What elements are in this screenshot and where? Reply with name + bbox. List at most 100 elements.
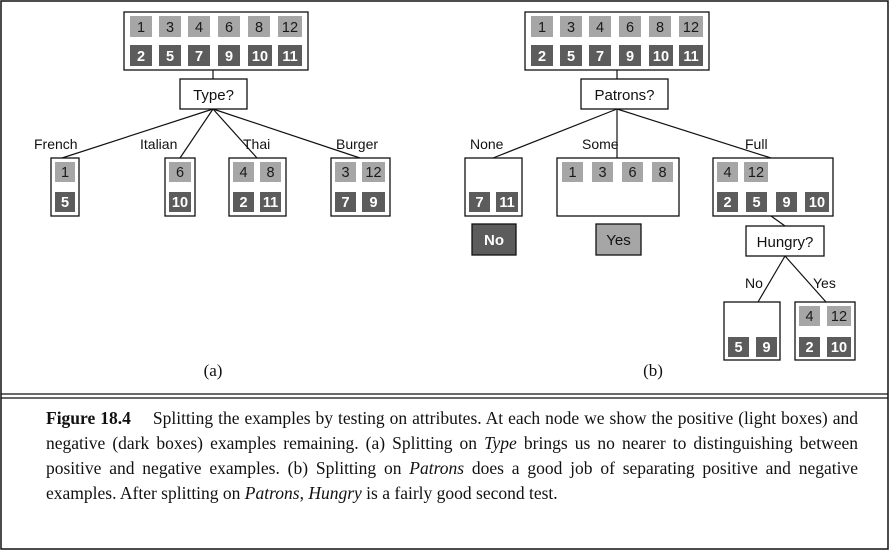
- node-hungry-no: 5 9: [723, 301, 781, 361]
- pos-example: [159, 16, 181, 37]
- neg-example-label: 7: [596, 49, 604, 65]
- edge-none: [492, 108, 618, 159]
- pos-example-label: 8: [656, 20, 664, 36]
- panel-b-sublabel: (b): [643, 361, 663, 380]
- pos-example-label: 4: [805, 309, 813, 325]
- caption-text: ,: [299, 483, 309, 503]
- pos-example-label: 8: [658, 165, 666, 181]
- pos-example-label: 6: [626, 20, 634, 36]
- pos-example-label: 8: [255, 20, 263, 36]
- node-full: 4 12 2 5 9 10: [712, 157, 834, 217]
- pos-example: [827, 306, 851, 326]
- neg-example: [335, 192, 356, 212]
- branch-label-burger: Burger: [336, 136, 378, 152]
- neg-example-label: 11: [683, 49, 698, 65]
- pos-example-label: 8: [266, 165, 274, 181]
- neg-example-label: 9: [782, 195, 790, 211]
- pos-example-label: 6: [628, 165, 636, 181]
- neg-example-label: 9: [225, 49, 233, 65]
- neg-example: [260, 192, 281, 212]
- pos-example: [188, 16, 210, 37]
- branch-label-some: Some: [582, 136, 619, 152]
- leaf-no: No: [471, 223, 517, 256]
- edge-hungry-no: [757, 255, 786, 303]
- neg-example: [728, 337, 749, 357]
- neg-example-label: 10: [653, 49, 669, 65]
- neg-example: [159, 45, 181, 66]
- question-label: Patrons?: [594, 87, 654, 104]
- pos-example: [679, 16, 703, 37]
- pos-example-label: 1: [61, 165, 69, 181]
- neg-example: [469, 192, 490, 212]
- pos-example: [622, 162, 643, 182]
- neg-example: [827, 337, 851, 357]
- neg-example-label: 10: [252, 49, 268, 65]
- pos-example-label: 3: [341, 165, 349, 181]
- neg-example-label: 9: [626, 49, 634, 65]
- pos-example-label: 4: [596, 20, 604, 36]
- node-none: 7 11: [464, 157, 523, 217]
- neg-example-label: 7: [475, 195, 483, 211]
- neg-example-label: 5: [166, 49, 174, 65]
- pos-example-label: 4: [723, 165, 731, 181]
- neg-example-label: 7: [341, 195, 349, 211]
- edge-full-hungry: [770, 215, 786, 227]
- pos-example: [589, 16, 611, 37]
- pos-example-label: 3: [166, 20, 174, 36]
- pos-example-label: 3: [598, 165, 606, 181]
- question-label: Type?: [193, 87, 234, 104]
- node-thai: 4 8 2 11: [228, 157, 287, 217]
- panel-a: 1 3 4 6 8 12 2 5 7 9 10: [34, 11, 391, 380]
- caption-emphasis-patrons: Patrons: [244, 483, 300, 503]
- neg-example: [679, 45, 703, 66]
- caption-emphasis-hungry: Hungry: [308, 483, 362, 503]
- pos-example-label: 3: [567, 20, 575, 36]
- neg-example-label: 2: [239, 195, 247, 211]
- question-node-hungry: Hungry?: [745, 225, 825, 257]
- edge-french: [61, 108, 214, 159]
- pos-example: [169, 162, 191, 182]
- pos-example-label: 6: [225, 20, 233, 36]
- edge-full: [616, 108, 772, 159]
- pos-example: [362, 162, 385, 182]
- panel-b: 1 3 4 6 8 12 2 5 7 9 10: [464, 11, 856, 380]
- neg-example-label: 2: [805, 340, 813, 356]
- pos-example-label: 1: [137, 20, 145, 36]
- neg-example-label: 5: [752, 195, 760, 211]
- panel-a-sublabel: (a): [204, 361, 223, 380]
- neg-example-label: 5: [734, 340, 742, 356]
- pos-example-label: 6: [176, 165, 184, 181]
- neg-example: [218, 45, 240, 66]
- neg-example: [531, 45, 553, 66]
- neg-example: [799, 337, 820, 357]
- neg-example: [248, 45, 272, 66]
- pos-example: [260, 162, 281, 182]
- figure-number: Figure 18.4: [46, 408, 131, 428]
- leaf-no-label: No: [484, 232, 504, 249]
- node-italian: 6 10: [164, 157, 196, 217]
- pos-example: [744, 162, 768, 182]
- node-some: 1 3 6 8: [556, 157, 680, 217]
- pos-example: [278, 16, 302, 37]
- node-hungry-yes: 4 12 2 10: [794, 301, 856, 361]
- pos-example: [335, 162, 356, 182]
- neg-example-label: 9: [369, 195, 377, 211]
- neg-example: [776, 192, 797, 212]
- pos-example: [799, 306, 820, 326]
- pos-example: [717, 162, 738, 182]
- neg-example-label: 10: [831, 340, 847, 356]
- pos-example-label: 1: [538, 20, 546, 36]
- pos-example-label: 4: [239, 165, 247, 181]
- branch-label-none: None: [470, 136, 504, 152]
- neg-example-label: 11: [282, 49, 297, 65]
- edge-thai: [212, 108, 258, 159]
- pos-example-label: 12: [831, 309, 847, 325]
- neg-example: [188, 45, 210, 66]
- neg-example: [278, 45, 302, 66]
- neg-example: [805, 192, 829, 212]
- neg-example-label: 10: [809, 195, 825, 211]
- neg-example: [756, 337, 777, 357]
- pos-example: [592, 162, 613, 182]
- neg-example: [560, 45, 582, 66]
